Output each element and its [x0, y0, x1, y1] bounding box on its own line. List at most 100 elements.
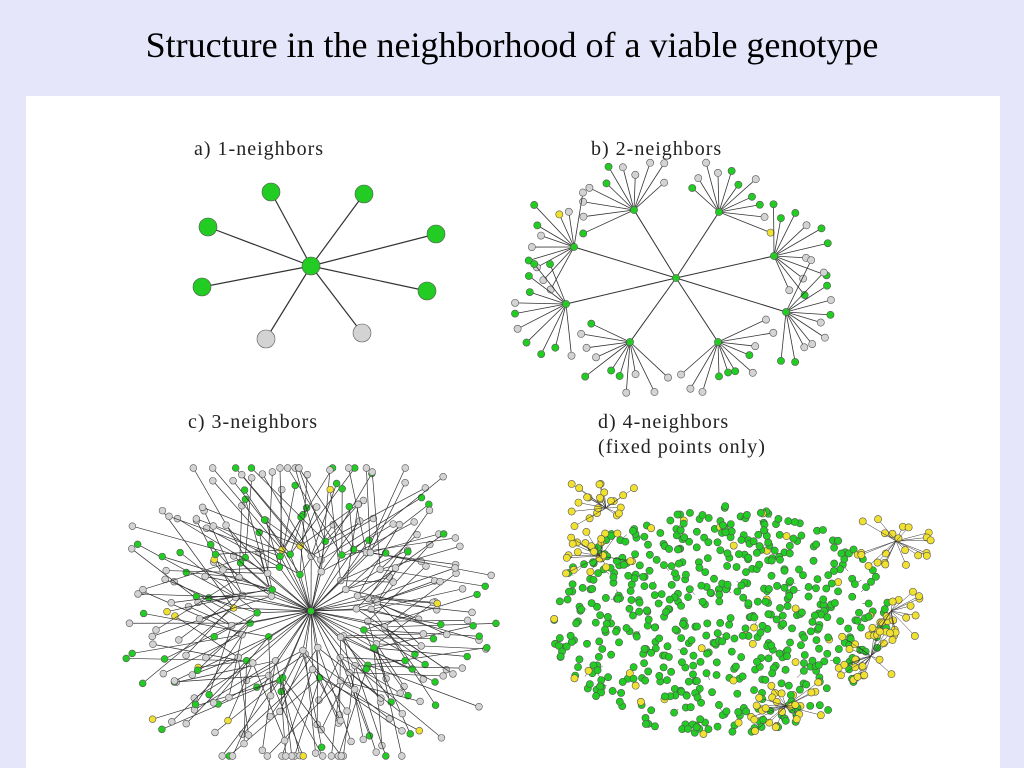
graph-edge: [717, 172, 720, 213]
graph-edge: [310, 610, 313, 670]
graph-node: [704, 514, 713, 522]
graph-node: [280, 736, 289, 745]
graph-edge: [773, 218, 782, 257]
graph-node: [764, 538, 773, 547]
graph-edge: [895, 540, 927, 554]
graph-edge: [264, 519, 322, 561]
graph-edge: [376, 551, 409, 603]
graph-node: [413, 530, 421, 539]
graph-node: [569, 565, 578, 574]
graph-edge: [571, 507, 607, 512]
graph-node: [888, 636, 897, 644]
graph-node: [247, 464, 256, 472]
graph-node: [732, 563, 741, 571]
graph-node: [244, 731, 253, 739]
graph-node: [760, 526, 768, 535]
graph-node: [754, 530, 763, 539]
graph-node: [664, 653, 673, 661]
graph-node: [682, 570, 690, 579]
graph-node: [350, 685, 359, 694]
graph-node: [224, 716, 232, 725]
graph-node: [830, 559, 839, 568]
graph-edge: [566, 555, 602, 559]
graph-node: [253, 609, 261, 617]
graph-node: [800, 651, 809, 659]
graph-node: [826, 310, 835, 319]
graph-node: [260, 516, 269, 524]
graph-edge: [376, 643, 405, 687]
graph-node: [713, 722, 722, 731]
graph-node: [770, 546, 779, 555]
graph-node: [824, 571, 833, 580]
graph-edge: [179, 552, 258, 614]
graph-edge: [310, 483, 337, 557]
graph-node: [755, 560, 764, 569]
graph-edge: [371, 471, 381, 570]
graph-node: [198, 217, 218, 237]
graph-edge: [246, 610, 312, 661]
graph-edge: [272, 589, 312, 612]
graph-edge: [583, 209, 635, 234]
graph-edge: [895, 540, 907, 565]
graph-node: [138, 679, 147, 688]
graph-node: [299, 752, 307, 760]
graph-edge: [349, 672, 382, 699]
graph-edge: [354, 665, 463, 669]
graph-edge: [319, 677, 420, 732]
graph-edge: [299, 474, 308, 575]
graph-edge: [773, 255, 804, 279]
graph-edge: [675, 211, 720, 279]
graph-node: [562, 642, 571, 651]
graph-node: [582, 527, 591, 536]
graph-node: [822, 684, 831, 693]
graph-edge: [214, 559, 272, 597]
graph-node: [475, 703, 483, 711]
graph-node: [568, 580, 577, 589]
graph-node: [148, 715, 157, 723]
graph-edge: [785, 311, 805, 348]
graph-edge: [349, 672, 444, 677]
graph-node: [622, 624, 631, 632]
graph-node: [360, 626, 368, 634]
graph-edge: [258, 532, 273, 590]
graph-node: [676, 526, 685, 535]
graph-node: [780, 566, 789, 575]
graph-node: [209, 522, 218, 530]
graph-node: [738, 672, 747, 681]
graph-node: [158, 552, 166, 561]
graph-edge: [759, 697, 787, 707]
graph-node: [660, 159, 669, 168]
graph-node: [218, 752, 226, 760]
graph-node: [163, 607, 171, 616]
graph-node: [832, 656, 841, 665]
graph-node: [710, 574, 718, 583]
graph-node: [777, 356, 785, 365]
graph-node: [680, 533, 689, 542]
graph-edge: [870, 631, 886, 657]
graph-node: [646, 158, 655, 167]
graph-node: [159, 669, 168, 678]
graph-edge: [754, 705, 787, 720]
graph-edge: [785, 259, 812, 313]
graph-edge: [578, 502, 607, 509]
graph-node: [162, 566, 170, 575]
graph-node: [679, 620, 687, 628]
graph-node: [666, 516, 675, 525]
graph-node: [648, 581, 657, 590]
graph-node: [853, 616, 862, 625]
graph-node: [563, 595, 572, 604]
graph-edge: [310, 265, 428, 292]
graph-node: [755, 200, 764, 209]
graph-node: [626, 338, 634, 346]
graph-edge: [300, 506, 317, 547]
graph-node: [749, 537, 758, 546]
graph-node: [697, 698, 705, 707]
graph-node: [567, 351, 576, 360]
graph-edge: [300, 516, 312, 557]
graph-edge: [268, 636, 271, 696]
graph-node: [647, 524, 656, 533]
graph-node: [589, 575, 598, 584]
graph-edge: [895, 540, 927, 556]
graph-node: [814, 661, 823, 670]
graph-node: [820, 657, 829, 666]
